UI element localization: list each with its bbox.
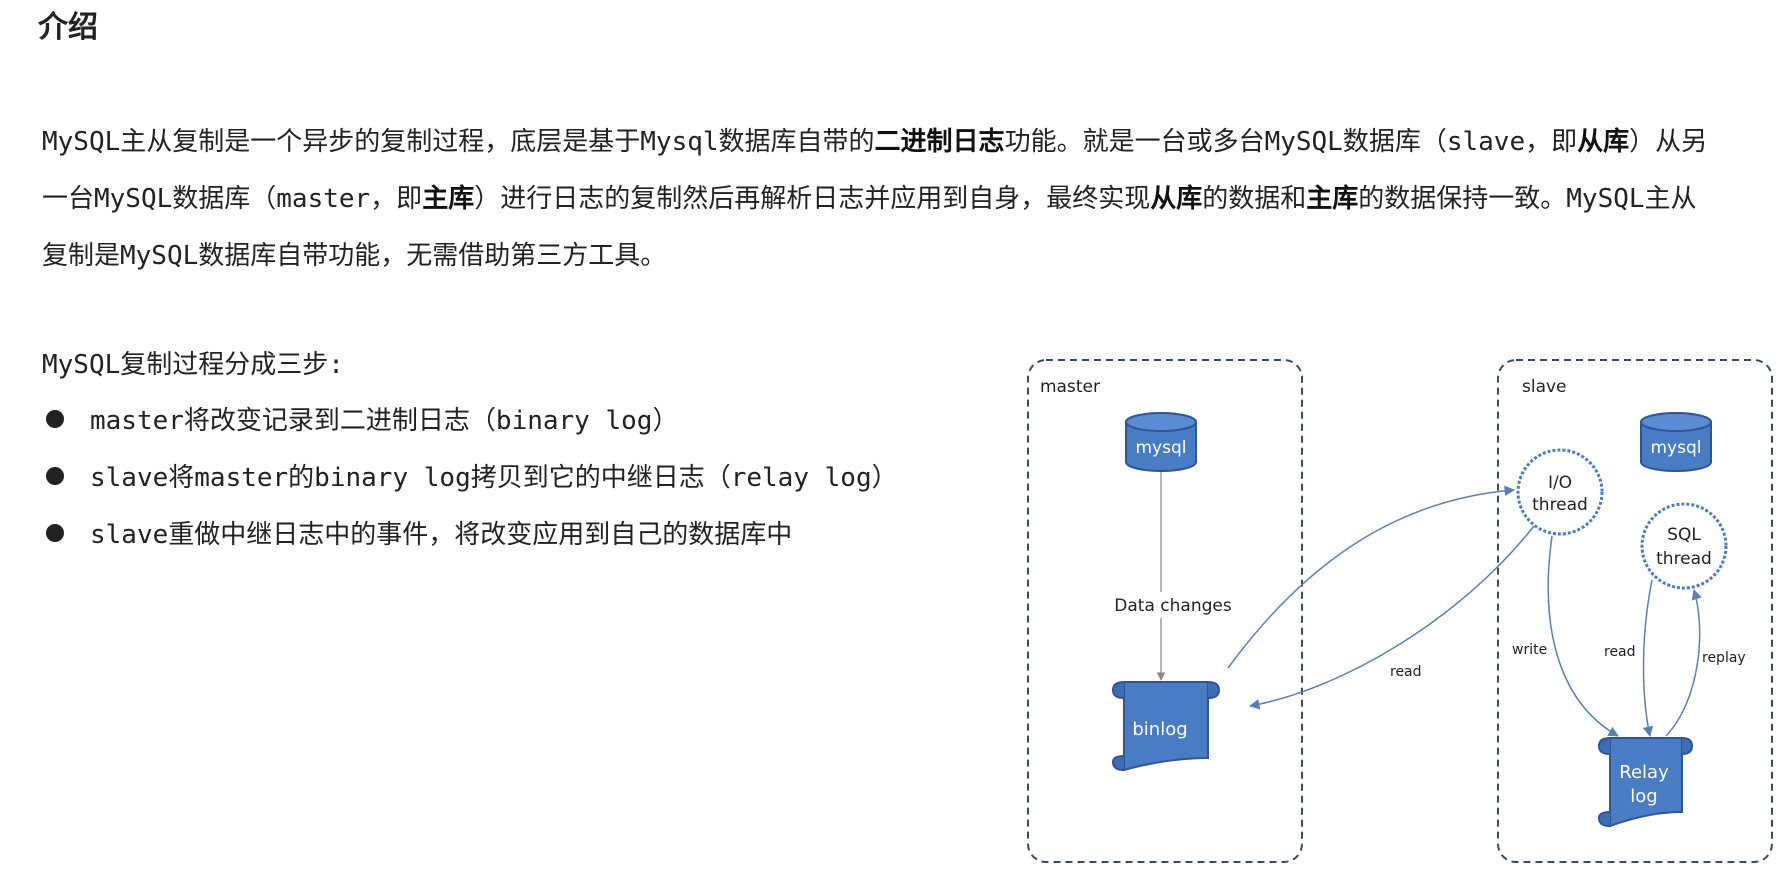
sql-thread-label-line2: thread [1656,549,1712,569]
replay-arrow [1665,588,1702,737]
read-label-relay: read [1604,644,1636,660]
intro-text-2: 功能。就是一台或多台MySQL数据库（slave，即 [1004,127,1578,157]
step-text: master将改变记录到二进制日志（binary log） [90,406,679,436]
sql-thread-label-line1: SQL [1667,525,1701,545]
intro-bold-master: 主库 [422,184,475,214]
io-thread-node: I/O thread [1516,448,1604,536]
steps-list: master将改变记录到二进制日志（binary log） slave将mast… [42,400,898,571]
read-label-master: read [1390,664,1422,680]
binlog-read-arrow [1248,525,1535,710]
intro-text-5: 的数据和 [1202,184,1307,214]
list-item: slave重做中继日志中的事件，将改变应用到自己的数据库中 [42,514,898,571]
step-text: slave将master的binary log拷贝到它的中继日志（relay l… [90,463,898,493]
bullet-icon [46,524,64,542]
master-group: master mysql Data changes binlog [1027,359,1303,863]
slave-group: slave mysql I/O thread SQL thread Relay … [1497,359,1773,863]
intro-paragraph: MySQL主从复制是一个异步的复制过程，底层是基于Mysql数据库自带的二进制日… [42,114,1722,285]
intro-bold-slave-2: 从库 [1150,184,1203,214]
binlog-label: binlog [1132,719,1187,740]
io-request-arrow [1227,485,1516,669]
intro-text-1: MySQL主从复制是一个异步的复制过程，底层是基于Mysql数据库自带的 [42,127,875,157]
step-text: slave重做中继日志中的事件，将改变应用到自己的数据库中 [90,520,793,550]
read-relay-arrow [1642,579,1654,738]
master-label: master [1040,377,1100,397]
bullet-icon [46,410,64,428]
write-label: write [1512,642,1547,658]
data-changes-label: Data changes [1114,596,1232,616]
binlog-icon: binlog [1111,681,1221,772]
relay-log-label-line1: Relay [1619,762,1669,783]
intro-bold-slave: 从库 [1577,127,1630,157]
intro-bold-binary-log: 二进制日志 [874,127,1005,157]
intro-text-4: ）进行日志的复制然后再解析日志并应用到自身，最终实现 [474,184,1151,214]
master-frame [1027,359,1303,863]
steps-title: MySQL复制过程分成三步: [42,350,344,380]
slave-database-icon: mysql [1640,412,1712,472]
intro-text-3: ）从另一台MySQL数据库（master，即 [42,127,1708,214]
relay-log-icon: Relay log [1597,737,1694,828]
io-thread-label-line1: I/O [1548,473,1572,493]
sql-thread-node: SQL thread [1640,502,1728,590]
slave-db-label: mysql [1651,438,1702,458]
list-item: slave将master的binary log拷贝到它的中继日志（relay l… [42,457,898,514]
bullet-icon [46,467,64,485]
relay-log-label-line2: log [1630,786,1657,807]
section-title: 介绍 [38,10,98,45]
slave-frame [1497,359,1773,863]
write-arrow [1547,535,1619,737]
intro-bold-master-2: 主库 [1306,184,1359,214]
master-database-icon: mysql [1125,412,1197,472]
slave-label: slave [1522,377,1567,397]
list-item: master将改变记录到二进制日志（binary log） [42,400,898,457]
io-thread-label-line2: thread [1532,495,1588,515]
intro-text-6: 的数据保持一致。MySQL主从复制是MySQL数据库自带功能，无需借助第三方工具… [42,184,1697,271]
replay-label: replay [1702,650,1746,666]
master-db-label: mysql [1136,438,1187,458]
